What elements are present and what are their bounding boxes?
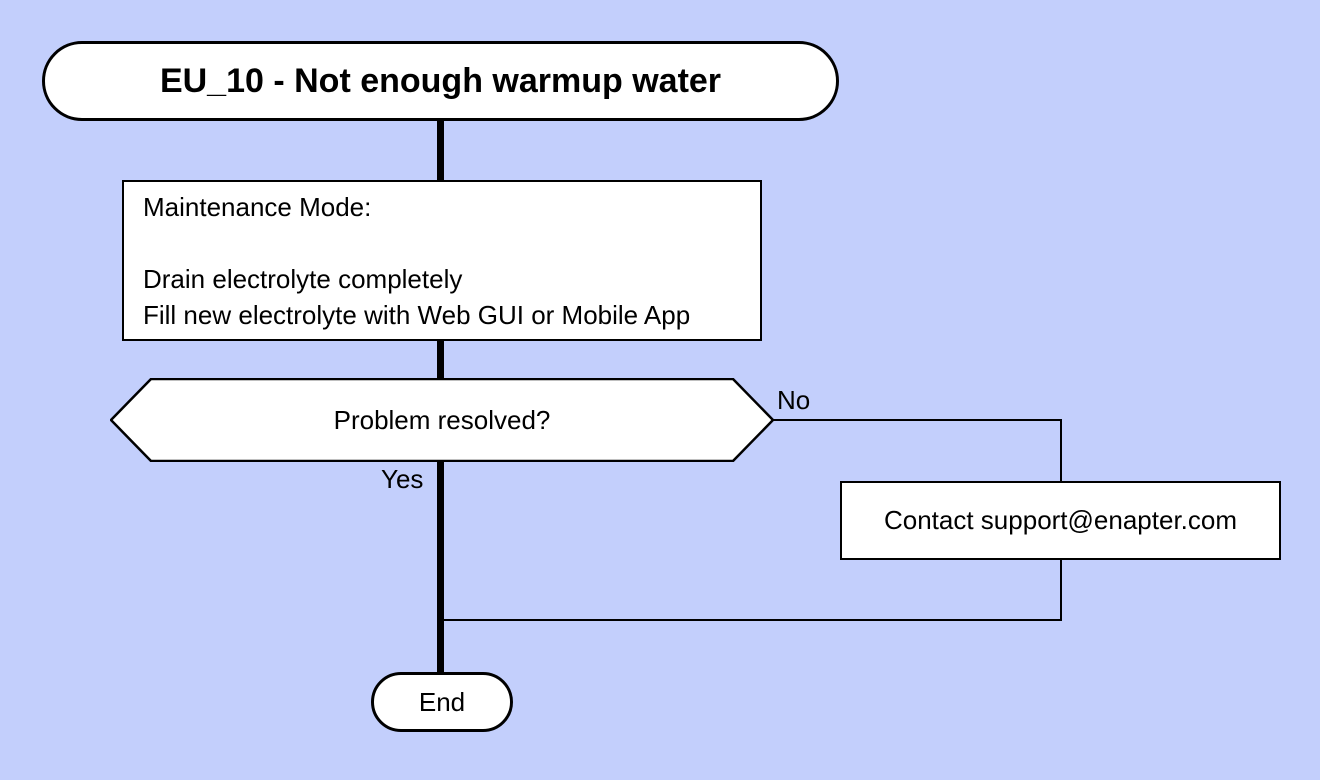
connector-title-to-process	[437, 119, 444, 181]
decision-node: Problem resolved?	[109, 377, 775, 463]
process-node: Maintenance Mode: Drain electrolyte comp…	[122, 180, 762, 341]
edge-label-no: No	[777, 385, 811, 415]
title-node: EU_10 - Not enough warmup water	[42, 41, 839, 121]
decision-node-label: Problem resolved?	[333, 404, 551, 435]
hexagon-shape	[109, 377, 775, 463]
contact-node-label: Contact support@enapter.com	[883, 505, 1238, 535]
end-node: End	[371, 672, 513, 732]
contact-node: Contact support@enapter.com	[840, 481, 1281, 560]
connector-no-return	[441, 619, 1062, 621]
process-line: Drain electrolyte completely	[143, 263, 463, 294]
end-node-label: End	[418, 686, 466, 717]
connector-no-horizontal	[772, 419, 1062, 421]
connector-yes-to-end	[437, 460, 444, 673]
process-line: Maintenance Mode:	[143, 191, 372, 222]
title-node-label: EU_10 - Not enough warmup water	[159, 61, 722, 100]
edge-label-yes: Yes	[381, 464, 424, 494]
process-line: Fill new electrolyte with Web GUI or Mob…	[143, 299, 691, 330]
connector-process-to-decision	[437, 340, 444, 380]
